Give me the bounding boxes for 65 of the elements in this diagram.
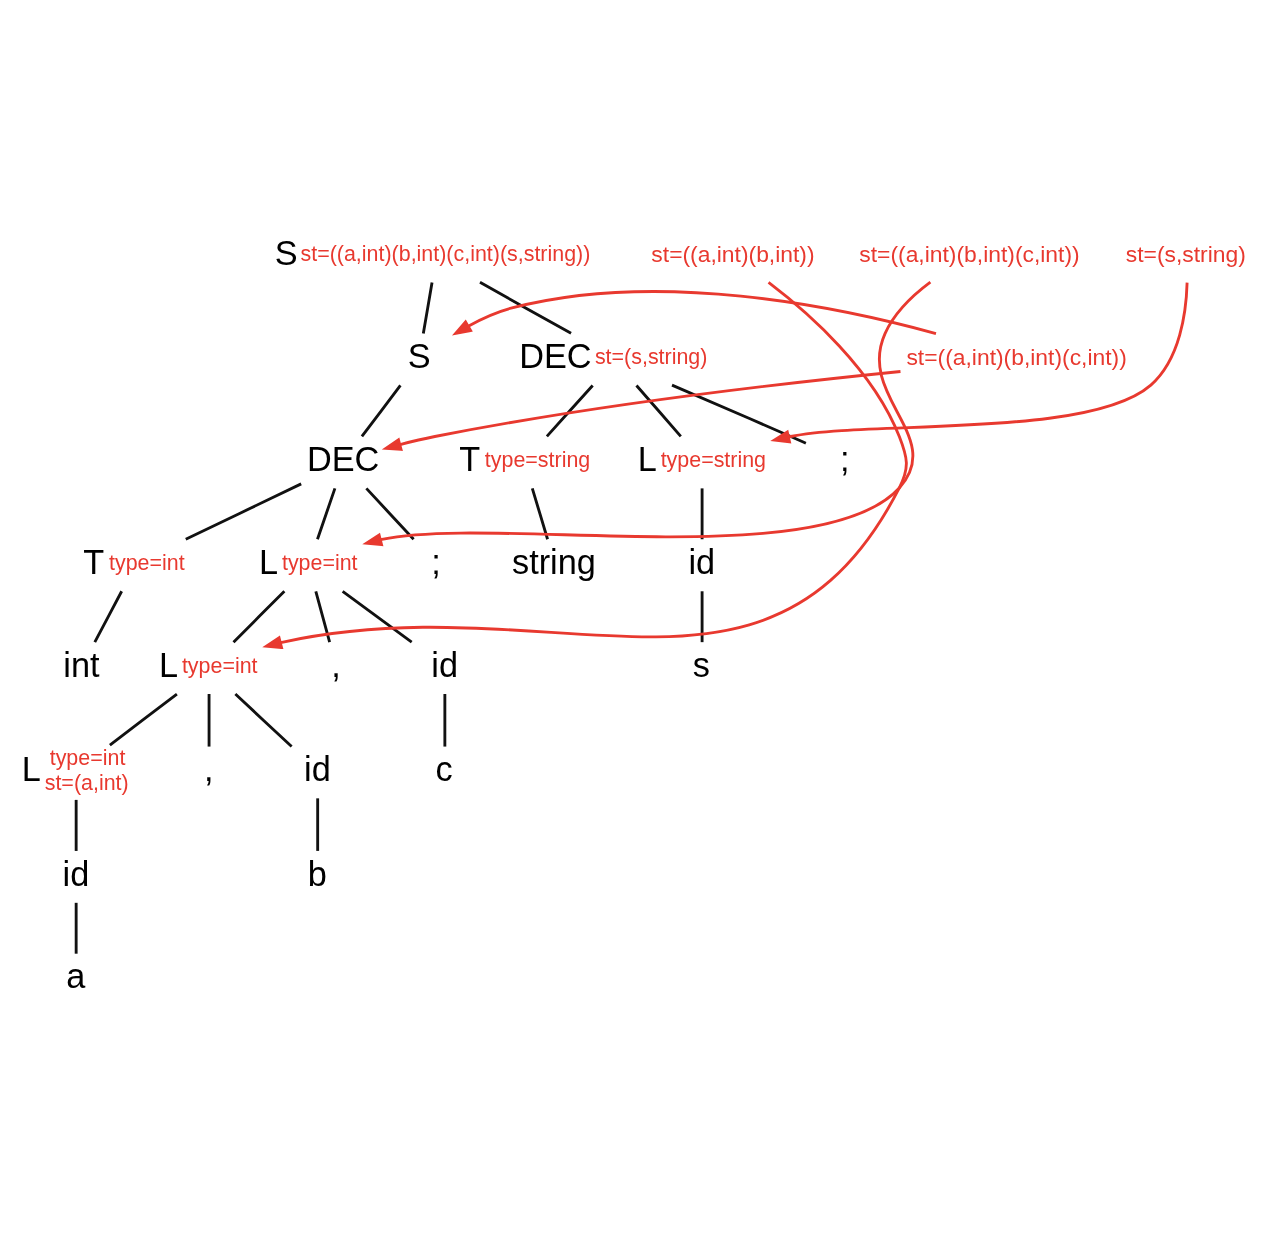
node-text: id — [431, 645, 458, 684]
node-text: id — [62, 854, 90, 893]
connector — [74, 902, 78, 954]
connector — [635, 384, 682, 437]
connector — [365, 486, 415, 540]
node-text: ; — [431, 542, 441, 581]
connector — [109, 692, 178, 746]
node-text: , — [204, 749, 214, 788]
node-text: ; — [840, 439, 850, 478]
node-text: b — [307, 854, 327, 893]
node-text: string — [512, 542, 596, 581]
node-text: st=((a,int)(b,int)(c,int)) — [906, 343, 1127, 370]
node-text: S — [274, 233, 298, 272]
connector — [74, 799, 78, 851]
node-text: L — [637, 439, 657, 478]
node-label: st=(a,int) — [44, 769, 129, 794]
connector — [316, 797, 320, 851]
connector — [341, 589, 413, 643]
node-text: L — [21, 749, 41, 788]
node-label: st=(s,string) — [594, 344, 708, 369]
node-label: type=string — [660, 447, 767, 472]
arrow — [451, 289, 937, 336]
arrow — [381, 369, 901, 451]
node-label: type=int — [49, 745, 126, 770]
connector — [360, 384, 402, 437]
connector — [93, 590, 123, 643]
node-label: type=int — [181, 653, 258, 678]
node-text: st=(s,string) — [1125, 240, 1246, 267]
node-text: id — [688, 542, 716, 581]
node-text: T — [83, 542, 105, 581]
connector — [700, 487, 704, 539]
connector — [232, 589, 286, 643]
connector — [443, 693, 447, 747]
node-text: a — [66, 956, 86, 995]
connector — [421, 281, 434, 334]
arrow — [262, 280, 908, 649]
connector — [545, 384, 594, 437]
connector — [207, 693, 211, 747]
connector — [530, 487, 549, 540]
node-text: L — [259, 542, 279, 581]
node-text: st=((a,int)(b,int)(c,int)) — [859, 240, 1080, 267]
node-text: T — [459, 439, 481, 478]
node-label: st=((a,int)(b,int)(c,int)(s,string)) — [300, 241, 591, 266]
node-text: S — [407, 336, 431, 375]
node-text: st=((a,int)(b,int)) — [651, 240, 815, 267]
connector — [314, 590, 331, 643]
arrow — [770, 282, 1189, 444]
node-text: id — [304, 749, 331, 788]
connector — [185, 482, 302, 541]
node-text: L — [159, 645, 179, 684]
node-text: , — [331, 645, 341, 684]
arrow — [362, 280, 932, 546]
node-text: DEC — [519, 336, 592, 375]
connector — [234, 692, 293, 748]
node-text: DEC — [306, 439, 380, 478]
node-text: int — [63, 645, 100, 684]
node-text: c — [435, 749, 453, 788]
connector — [700, 590, 704, 642]
connector — [316, 487, 337, 540]
connector — [671, 383, 807, 445]
node-label: type=int — [281, 550, 358, 575]
connector — [479, 280, 572, 335]
node-label: type=int — [109, 550, 185, 575]
node-label: type=string — [484, 447, 591, 472]
node-text: s — [692, 645, 710, 684]
